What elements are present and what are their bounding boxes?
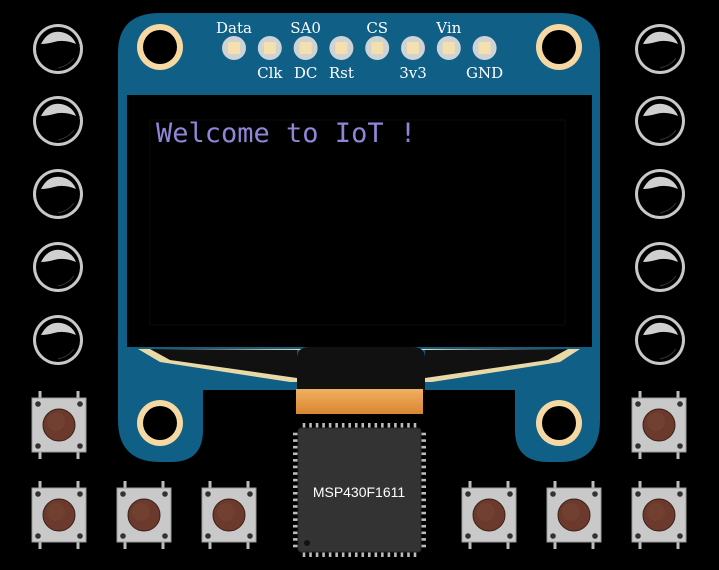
- led-left-1: [33, 96, 83, 146]
- pin-label-bottom-1: Clk: [257, 64, 283, 82]
- header-pin-7: GND: [466, 36, 503, 82]
- pin-label-bottom-3: Rst: [329, 64, 354, 82]
- push-button-5[interactable]: [461, 481, 517, 549]
- push-button-3[interactable]: [116, 481, 172, 549]
- header-pin-1: Clk: [257, 36, 283, 82]
- push-buttons: [31, 391, 687, 549]
- push-button-6[interactable]: [546, 481, 602, 549]
- pin-label-top-6: Vin: [435, 19, 461, 37]
- oled-screen: Welcome to IoT !: [127, 95, 592, 347]
- led-left-0: [33, 24, 83, 74]
- push-button-2[interactable]: [31, 481, 87, 549]
- pin-label-bottom-7: GND: [466, 64, 503, 82]
- flex-cable: [296, 389, 423, 414]
- pin-label-top-2: SA0: [290, 19, 321, 37]
- flex-connector: [297, 347, 425, 392]
- push-button-1[interactable]: [631, 391, 687, 459]
- push-button-0[interactable]: [31, 391, 87, 459]
- chip-label: MSP430F1611: [313, 484, 406, 500]
- mounting-hole-bottom-right: [536, 400, 582, 446]
- pin-label-bottom-5: 3v3: [399, 64, 427, 82]
- mcu-chip: MSP430F1611: [293, 423, 426, 557]
- led-left-4: [33, 315, 83, 365]
- pin-label-bottom-2: DC: [294, 64, 318, 82]
- push-button-7[interactable]: [631, 481, 687, 549]
- push-button-4[interactable]: [201, 481, 257, 549]
- led-column-right: [635, 24, 685, 365]
- mounting-hole-top-right: [536, 24, 582, 70]
- pin-label-top-4: CS: [366, 19, 388, 37]
- led-right-1: [635, 96, 685, 146]
- header-pin-0: Data: [216, 19, 252, 60]
- led-left-2: [33, 169, 83, 219]
- led-column-left: [33, 24, 83, 365]
- header-pin-4: CS: [365, 19, 390, 60]
- led-right-3: [635, 242, 685, 292]
- display-text: Welcome to IoT !: [156, 118, 416, 149]
- header-pin-3: Rst: [329, 36, 354, 82]
- pin-label-top-0: Data: [216, 19, 252, 37]
- header-pin-5: 3v3: [399, 36, 427, 82]
- led-left-3: [33, 242, 83, 292]
- header-pin-6: Vin: [435, 19, 462, 60]
- mounting-hole-top-left: [137, 24, 183, 70]
- mounting-hole-bottom-left: [137, 400, 183, 446]
- led-right-4: [635, 315, 685, 365]
- led-right-0: [635, 24, 685, 74]
- led-right-2: [635, 169, 685, 219]
- screen-bezel-bottom: [138, 347, 580, 414]
